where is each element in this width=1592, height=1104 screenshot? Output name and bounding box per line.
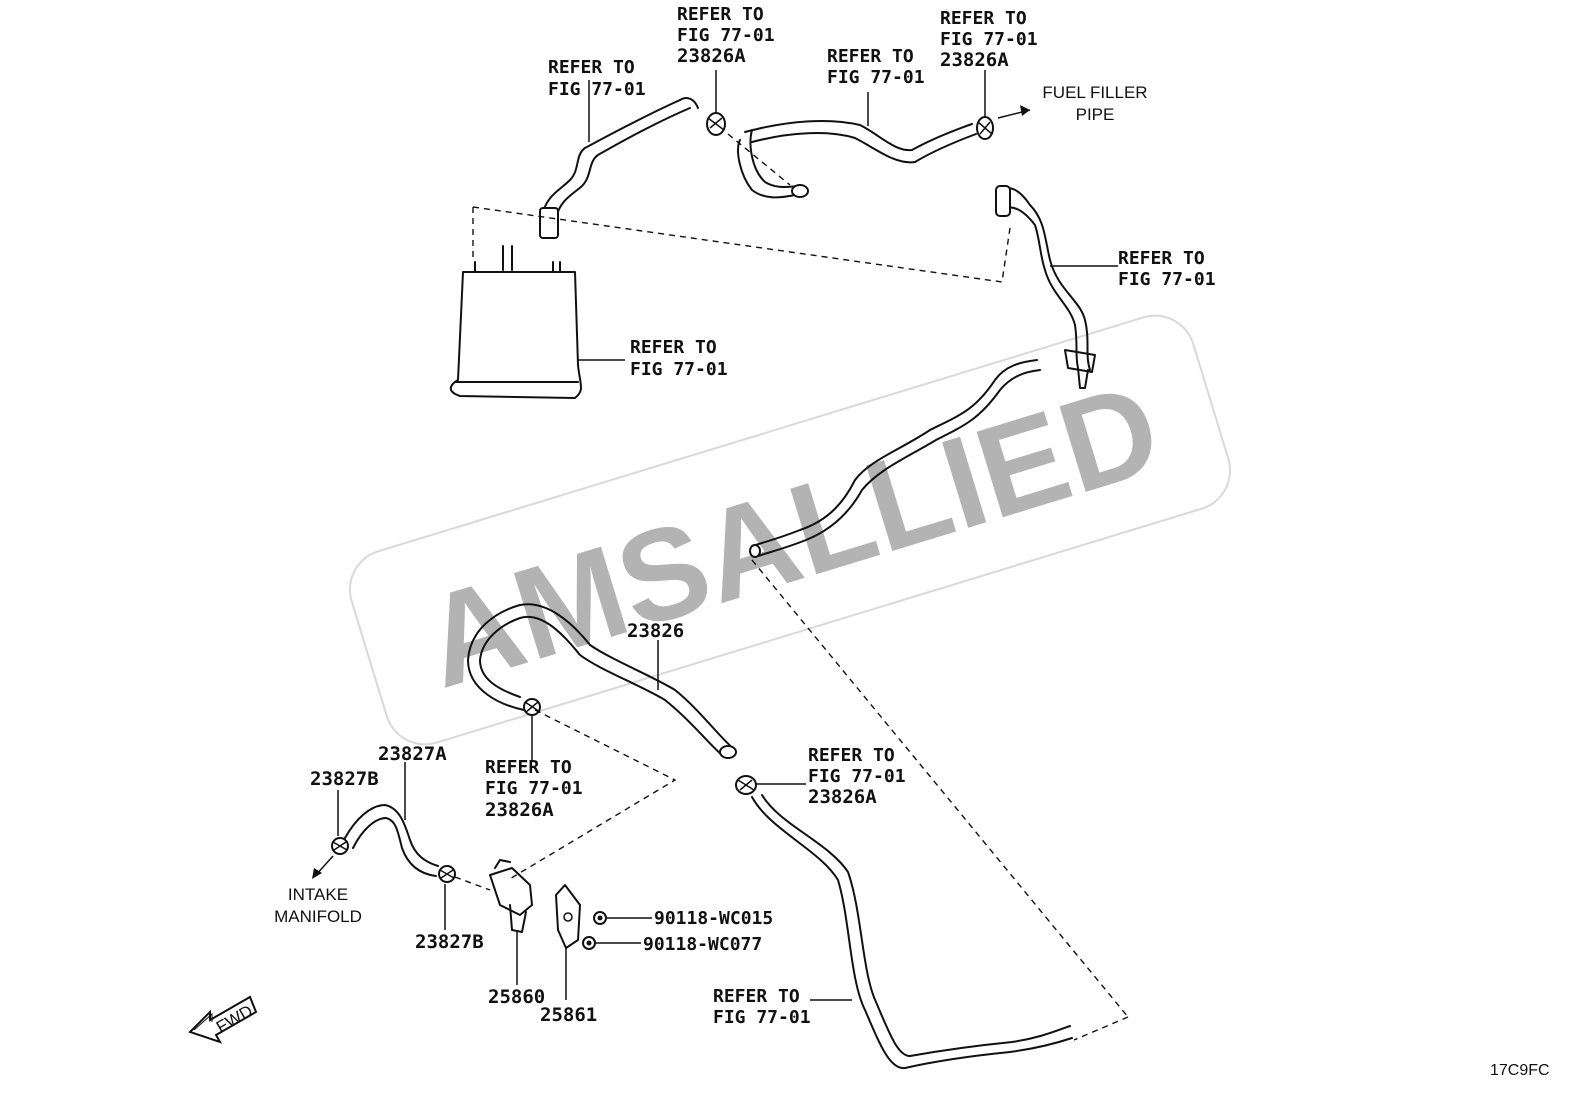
label-25860: 25860 (488, 986, 545, 1008)
drawing-code: 17C9FC (1490, 1062, 1550, 1079)
label-25861: 25861 (540, 1004, 597, 1026)
fwd-arrow-icon: FWD (188, 995, 258, 1044)
bolt-90118-WC077 (582, 936, 641, 950)
label-fuel-filler: FUEL FILLER PIPE (1042, 83, 1147, 124)
label-top-mid-ref: REFER TO FIG 77-01 23826A (677, 4, 775, 67)
clamp-23826A-lower-left (507, 698, 677, 881)
label-top-left-ref: REFER TO FIG 77-01 (548, 57, 646, 100)
top-hose-ref-line1: REFER TO (827, 46, 914, 67)
hose-23826 (467, 603, 737, 759)
top-left-hose (539, 80, 699, 239)
label-23827B-top: 23827B (310, 768, 379, 790)
fuel-filler-line1: FUEL FILLER (1042, 83, 1147, 102)
label-23826: 23826 (627, 620, 684, 642)
right-pipe (995, 185, 1118, 389)
label-lower-right-ref: REFER TO FIG 77-01 23826A (808, 745, 906, 808)
label-right-pipe-ref: REFER TO FIG 77-01 (1118, 248, 1216, 290)
lower-right-ref-line2: FIG 77-01 (808, 766, 906, 787)
vsv-25860 (489, 859, 533, 985)
clamp-23826A-lower-right (735, 775, 806, 795)
label-bottom-ref: REFER TO FIG 77-01 (713, 986, 811, 1028)
right-pipe-ref-line1: REFER TO (1118, 248, 1205, 269)
label-intake-manifold: INTAKE MANIFOLD (274, 885, 362, 926)
bottom-hose (751, 794, 1073, 1070)
top-left-ref-line2: FIG 77-01 (548, 79, 646, 100)
lower-right-ref-part: 23826A (808, 786, 877, 808)
dash-bottom (1073, 1016, 1129, 1041)
bottom-ref-line2: FIG 77-01 (713, 1007, 811, 1028)
lower-right-ref-line1: REFER TO (808, 745, 895, 766)
label-top-right-ref: REFER TO FIG 77-01 23826A (940, 8, 1038, 71)
label-23827A: 23827A (378, 743, 447, 765)
bolt-90118-WC015 (593, 911, 652, 925)
intake-line2: MANIFOLD (274, 907, 362, 926)
label-90118-WC015: 90118-WC015 (654, 908, 773, 929)
label-canister-ref: REFER TO FIG 77-01 (630, 337, 728, 380)
clamp-23826A-top (706, 70, 726, 136)
bottom-ref-line1: REFER TO (713, 986, 800, 1007)
watermark: AMSALLIED (348, 314, 1232, 746)
lower-left-ref-line1: REFER TO (485, 757, 572, 778)
long-pipe (749, 359, 1041, 558)
label-90118-WC077: 90118-WC077 (643, 934, 762, 955)
hose-23827A (344, 762, 439, 877)
intake-line1: INTAKE (288, 885, 348, 904)
top-right-ref-part: 23826A (940, 49, 1009, 71)
fuel-filler-line2: PIPE (1076, 105, 1115, 124)
canister-ref-line2: FIG 77-01 (630, 359, 728, 380)
clamp-23827B-left (312, 790, 349, 879)
label-23827B-bottom: 23827B (415, 931, 484, 953)
bracket-25861 (555, 884, 581, 1000)
top-right-ref-line2: FIG 77-01 (940, 29, 1038, 50)
top-right-ref-line1: REFER TO (940, 8, 1027, 29)
top-mid-ref-part: 23826A (677, 45, 746, 67)
charcoal-canister (449, 245, 625, 399)
right-pipe-ref-line2: FIG 77-01 (1118, 269, 1216, 290)
clamp-23826A-right (976, 70, 1031, 140)
watermark-text: AMSALLIED (408, 354, 1176, 715)
dash-canister-right (472, 206, 1011, 283)
lower-left-ref-part: 23826A (485, 799, 554, 821)
top-hose-ref-line2: FIG 77-01 (827, 67, 925, 88)
top-left-ref-line1: REFER TO (548, 57, 635, 78)
lower-left-ref-line2: FIG 77-01 (485, 778, 583, 799)
label-lower-left-ref: REFER TO FIG 77-01 23826A (485, 757, 583, 821)
label-top-hose-ref: REFER TO FIG 77-01 (827, 46, 925, 88)
clamp-23827B-right (438, 865, 491, 930)
top-mid-ref-line1: REFER TO (677, 4, 764, 25)
top-mid-ref-line2: FIG 77-01 (677, 25, 775, 46)
canister-ref-line1: REFER TO (630, 337, 717, 358)
top-middle-hose (727, 92, 977, 199)
